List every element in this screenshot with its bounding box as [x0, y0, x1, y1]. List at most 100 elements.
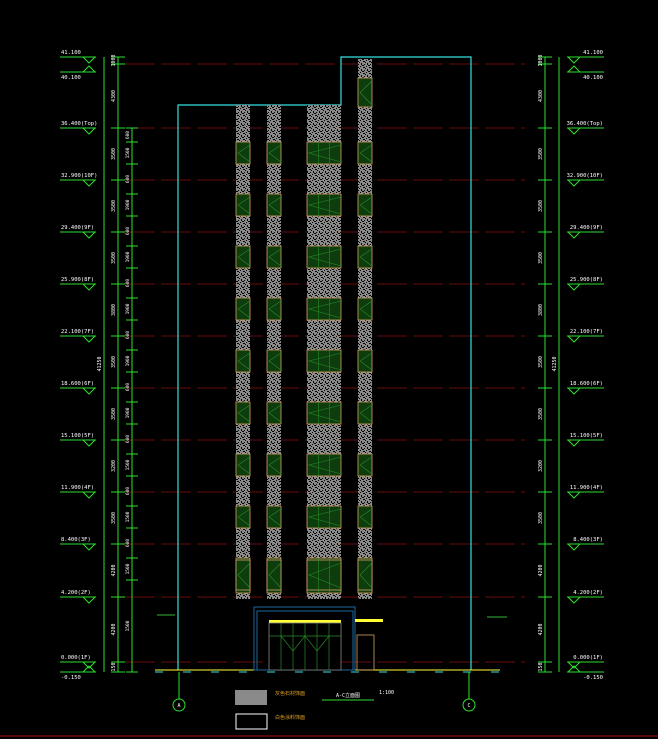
dim-value: 3500	[538, 512, 544, 524]
window-opening-mark	[359, 144, 373, 163]
level-symbol	[567, 387, 581, 395]
window	[357, 559, 373, 591]
level-symbol	[82, 65, 96, 73]
level-symbol	[82, 387, 96, 395]
level-label: 29.400(9F)	[570, 225, 603, 231]
dim-value: 3500	[111, 356, 117, 368]
window-opening-mark	[359, 80, 373, 106]
level-label: 41.100	[583, 50, 603, 56]
level-symbol	[82, 179, 96, 187]
dim-value: 600	[125, 383, 131, 391]
dimension-chain-right: 1000430035003500350038003500350032003500…	[538, 54, 560, 673]
dim-value: 600	[125, 435, 131, 443]
window-opening-mark	[268, 404, 282, 423]
dim-value: 4200	[111, 564, 117, 576]
window	[306, 505, 342, 529]
dim-value: 150	[538, 662, 544, 671]
dim-value: 1500	[125, 459, 131, 470]
level-label: 25.900(8F)	[61, 277, 94, 283]
dim-value: 600	[125, 487, 131, 495]
level-symbol	[82, 231, 96, 239]
window	[235, 559, 251, 591]
dim-value: 4200	[538, 623, 544, 635]
left-awning	[157, 614, 175, 616]
level-label: 15.100(5F)	[61, 433, 94, 439]
dim-total-value: 41250	[97, 356, 103, 371]
dim-value: 3500	[111, 408, 117, 420]
window-opening-mark	[237, 562, 251, 589]
window-opening-mark	[268, 196, 282, 215]
level-label: -0.150	[583, 675, 603, 681]
level-label: -0.150	[61, 675, 81, 681]
window-opening-mark	[359, 196, 373, 215]
level-symbol	[82, 56, 96, 64]
axis-label: C	[467, 703, 470, 709]
window-opening-mark	[268, 352, 282, 371]
level-label: 25.900(8F)	[570, 277, 603, 283]
drawing-title: A-C立面图	[336, 692, 360, 699]
window-opening-mark	[268, 248, 282, 267]
dim-value: 600	[125, 175, 131, 183]
window-opening-mark	[237, 144, 251, 163]
entrance-inner-frame	[256, 610, 354, 670]
dim-value: 3500	[538, 356, 544, 368]
side-door	[356, 634, 375, 671]
dim-value: 3500	[111, 148, 117, 160]
dimension-chain-left: 1000430035003500350038003500350032003500…	[97, 54, 138, 673]
legend: 灰色石材饰面 白色涂料饰面	[235, 690, 305, 730]
level-label: 32.900(10F)	[567, 173, 603, 179]
level-markers-right: 41.100 40.100 36.400(Top) 32.900(10F) 29.400…	[567, 50, 604, 681]
axis-label: A	[177, 703, 180, 709]
window-opening-mark	[307, 404, 342, 423]
side-canopy	[355, 619, 383, 622]
window-opening-mark	[307, 352, 342, 371]
dim-value: 600	[125, 227, 131, 235]
level-symbol	[567, 543, 581, 551]
window-opening-mark	[307, 248, 342, 267]
level-label: 40.100	[583, 75, 603, 81]
level-label: 40.100	[61, 75, 81, 81]
window	[306, 453, 342, 477]
door-swing	[280, 635, 330, 652]
axis-bubble	[172, 698, 186, 712]
level-symbol	[82, 596, 96, 604]
level-label: 0.000(1F)	[61, 655, 91, 661]
level-symbol	[567, 335, 581, 343]
level-symbol	[567, 596, 581, 604]
level-label: 22.100(7F)	[61, 329, 94, 335]
right-awning	[487, 616, 507, 618]
window-opening-mark	[268, 144, 282, 163]
dim-value: 3500	[538, 148, 544, 160]
level-label: 36.400(Top)	[567, 121, 603, 127]
level-symbol	[82, 543, 96, 551]
dim-value: 4200	[111, 623, 117, 635]
window-opening-mark	[307, 508, 342, 527]
window-opening-mark	[359, 248, 373, 267]
window-opening-mark	[307, 456, 342, 475]
level-label: 18.600(6F)	[61, 381, 94, 387]
level-label: 4.200(2F)	[573, 590, 603, 596]
level-symbol	[567, 665, 581, 673]
window-opening-mark	[237, 456, 251, 475]
level-label: 8.400(3F)	[61, 537, 91, 543]
level-symbol	[567, 127, 581, 135]
level-symbol	[82, 491, 96, 499]
level-label: 22.100(7F)	[570, 329, 603, 335]
axis-bubble	[462, 698, 476, 712]
level-markers-left: 41.10040.10036.400(Top)32.900(10F)29.400…	[60, 50, 97, 681]
legend-swatch-paint	[235, 713, 268, 730]
level-label: 32.900(10F)	[61, 173, 97, 179]
dim-value: 3500	[538, 408, 544, 420]
window-opening-mark	[359, 300, 373, 319]
dim-value: 3500	[111, 200, 117, 212]
window	[306, 559, 342, 591]
level-symbol	[82, 335, 96, 343]
dim-value: 4200	[538, 564, 544, 576]
dim-value: 1000	[538, 54, 544, 66]
level-symbol	[82, 439, 96, 447]
window-opening-mark	[268, 300, 282, 319]
window-opening-mark	[237, 248, 251, 267]
level-symbol	[82, 283, 96, 291]
window-opening-mark	[307, 300, 342, 319]
dim-value: 3800	[111, 304, 117, 316]
